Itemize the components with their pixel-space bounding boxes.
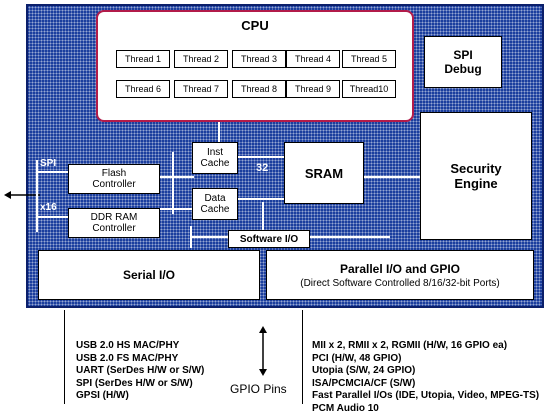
software-io-label: Software I/O — [240, 234, 298, 245]
thread-3: Thread 3 — [232, 50, 286, 68]
parallel-list-item: PCI (H/W, 48 GPIO) — [312, 353, 539, 366]
sram-label: SRAM — [305, 166, 343, 181]
ddr-controller-line2: Controller — [92, 223, 135, 234]
parallel-list-item: ISA/PCMCIA/CF (S/W) — [312, 378, 539, 391]
serial-interface-list: USB 2.0 HS MAC/PHY USB 2.0 FS MAC/PHY UA… — [76, 340, 204, 403]
thread-6: Thread 6 — [116, 80, 170, 98]
thread-8: Thread 8 — [232, 80, 286, 98]
serial-io-block: Serial I/O — [38, 250, 260, 300]
flash-to-cache-line — [160, 176, 194, 178]
software-io-down-line — [190, 226, 192, 248]
security-engine-line1: Security — [450, 161, 501, 176]
thread-4: Thread 4 — [286, 50, 340, 68]
software-io-block: Software I/O — [228, 230, 310, 248]
cpu-title: CPU — [98, 18, 412, 33]
data-to-sram-line — [238, 198, 284, 200]
serial-list-bracket — [64, 310, 65, 404]
parallel-io-block: Parallel I/O and GPIO (Direct Software C… — [266, 250, 534, 300]
data-cache-line1: Data — [204, 193, 225, 204]
serial-io-label: Serial I/O — [123, 268, 175, 282]
sram-to-security-line — [364, 176, 420, 178]
external-bus-arrow-icon — [4, 188, 40, 202]
parallel-list-item: Utopia (S/W, 24 GPIO) — [312, 365, 539, 378]
flash-controller-line1: Flash — [102, 168, 126, 179]
thread-2: Thread 2 — [174, 50, 228, 68]
ddr-controller-block: DDR RAM Controller — [68, 208, 160, 238]
left-vertical-bus-line — [36, 160, 38, 232]
spi-debug-line1: SPI — [453, 48, 472, 62]
thread-5: Thread 5 — [342, 50, 396, 68]
parallel-list-item: PCM Audio 10 — [312, 403, 539, 415]
serial-list-item: GPSI (H/W) — [76, 390, 204, 403]
data-cache-line2: Cache — [201, 204, 230, 215]
ddr-controller-line1: DDR RAM — [91, 212, 138, 223]
parallel-io-title: Parallel I/O and GPIO — [340, 262, 460, 276]
parallel-list-item: Fast Parallel I/Os (IDE, Utopia, Video, … — [312, 390, 539, 403]
parallel-io-subtitle: (Direct Software Controlled 8/16/32-bit … — [300, 278, 500, 289]
cache-vertical-line — [172, 152, 174, 214]
gpio-pins-arrow-icon — [257, 326, 269, 376]
flash-controller-block: Flash Controller — [68, 164, 160, 194]
flash-controller-line2: Controller — [92, 179, 135, 190]
serial-list-item: SPI (SerDes H/W or S/W) — [76, 378, 204, 391]
serial-list-item: USB 2.0 HS MAC/PHY — [76, 340, 204, 353]
security-engine-line2: Engine — [454, 176, 497, 191]
parallel-list-bracket — [302, 310, 303, 404]
inst-to-sram-line — [238, 156, 284, 158]
gpio-pins-label: GPIO Pins — [230, 382, 287, 396]
spi-label: SPI — [40, 158, 56, 169]
thread-9: Thread 9 — [286, 80, 340, 98]
x16-bus-line — [36, 216, 69, 218]
serial-list-item: USB 2.0 FS MAC/PHY — [76, 353, 204, 366]
parallel-interface-list: MII x 2, RMII x 2, RGMII (H/W, 16 GPIO e… — [312, 340, 539, 415]
sram-block: SRAM — [284, 142, 364, 204]
thread-7: Thread 7 — [174, 80, 228, 98]
thread-1: Thread 1 — [116, 50, 170, 68]
spi-debug-line2: Debug — [444, 62, 481, 76]
inst-cache-line2: Cache — [201, 158, 230, 169]
inst-cache-block: Inst Cache — [192, 142, 238, 174]
inst-cache-line1: Inst — [207, 147, 223, 158]
ddr-to-cache-line — [160, 208, 194, 210]
serial-list-item: UART (SerDes H/W or S/W) — [76, 365, 204, 378]
bus-width-label: 32 — [256, 162, 268, 174]
sram-down-line — [262, 202, 264, 230]
spi-bus-line — [36, 171, 69, 173]
spi-debug-block: SPI Debug — [424, 36, 502, 88]
x16-label: x16 — [40, 202, 57, 213]
security-engine-block: Security Engine — [420, 112, 532, 240]
thread-10: Thread10 — [342, 80, 396, 98]
parallel-list-item: MII x 2, RMII x 2, RGMII (H/W, 16 GPIO e… — [312, 340, 539, 353]
cpu-block: CPU Thread 1 Thread 2 Thread 3 Thread 4 … — [96, 10, 414, 122]
cpu-to-cache-line — [218, 122, 220, 142]
data-cache-block: Data Cache — [192, 188, 238, 220]
